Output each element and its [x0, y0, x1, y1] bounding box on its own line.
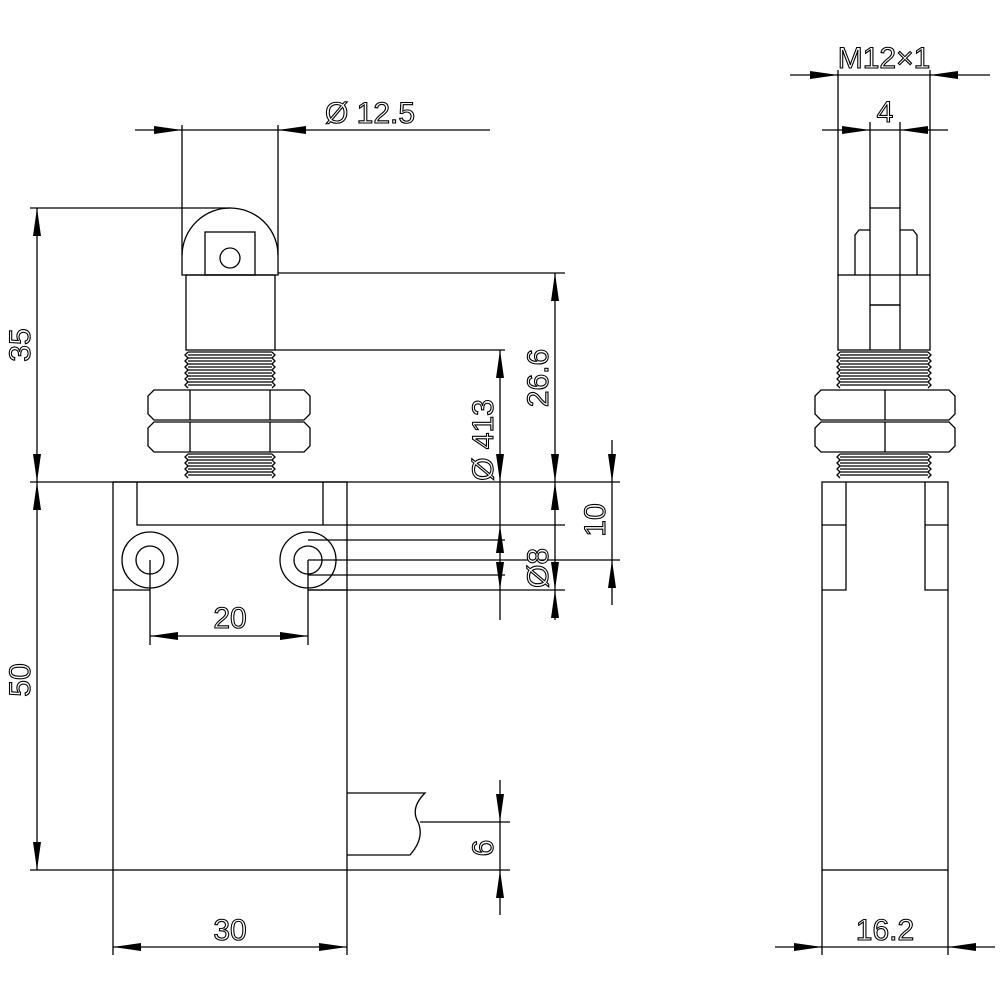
thread-line	[184, 351, 276, 359]
side-dimension-lines	[775, 70, 995, 955]
thread-line	[184, 357, 276, 365]
dimension-arrow	[278, 126, 306, 134]
dimension-arrow	[842, 126, 870, 134]
thread-line	[184, 471, 276, 479]
side-plunger	[837, 274, 931, 351]
label-body-depth: 16.2	[856, 914, 914, 947]
thread-line	[836, 369, 932, 377]
thread-line	[184, 375, 276, 383]
thread-line	[184, 381, 276, 389]
front-view	[30, 125, 620, 955]
dimension-arrow	[319, 943, 347, 951]
dimension-arrow	[551, 454, 559, 482]
roller-axle-block	[204, 231, 256, 276]
side-axle	[854, 229, 918, 275]
thread	[184, 351, 276, 479]
thread-line	[836, 381, 932, 389]
dimension-arrow	[794, 943, 822, 951]
dimension-arrow	[608, 560, 616, 588]
thread-line	[184, 363, 276, 371]
side-body-lugs	[822, 482, 948, 591]
dimension-arrow	[33, 482, 41, 510]
side-plunger-lines	[869, 304, 901, 350]
side-thread	[836, 351, 932, 479]
dimension-arrow	[33, 842, 41, 870]
roller	[181, 207, 279, 276]
thread-line	[836, 465, 932, 473]
dimension-arrow	[496, 562, 504, 590]
label-cable-diameter: 6	[467, 840, 500, 857]
dimension-arrow	[33, 208, 41, 236]
hex-nut-lower	[147, 421, 311, 453]
dimension-arrow	[551, 590, 559, 618]
label-body-width: 30	[213, 914, 246, 947]
dimension-arrow	[496, 525, 504, 553]
thread-line	[836, 459, 932, 467]
label-thread-spec: M12×1	[838, 42, 931, 75]
thread-line	[836, 375, 932, 383]
plunger	[185, 274, 276, 351]
dimension-arrows	[33, 71, 976, 951]
dimension-labels: Ø 12.5 35 50 26.6 Ø 413 10 Ø8 20 30 6 M1…	[3, 41, 931, 947]
dimension-arrow	[930, 71, 958, 79]
dimension-arrow	[551, 273, 559, 301]
dimension-arrow	[496, 350, 504, 378]
label-thread-length: Ø 413	[467, 399, 500, 481]
dimension-arrow	[113, 943, 141, 951]
hex-nut-upper	[147, 389, 311, 421]
thread-line	[184, 459, 276, 467]
side-view	[775, 70, 995, 955]
side-nut-lower	[814, 421, 956, 453]
dimension-arrow	[551, 562, 559, 590]
cable	[347, 792, 427, 856]
dimension-arrow	[150, 632, 178, 640]
dimension-arrow	[810, 71, 838, 79]
dimension-lines	[30, 125, 620, 955]
thread-line	[184, 465, 276, 473]
dimension-arrow	[33, 454, 41, 482]
thread-line	[836, 471, 932, 479]
label-roller-diameter: Ø 12.5	[325, 97, 415, 130]
thread-line	[836, 453, 932, 461]
label-roller-width: 4	[877, 96, 894, 129]
dimension-arrow	[948, 943, 976, 951]
label-hole-spacing: 20	[213, 602, 246, 635]
side-roller	[869, 207, 901, 306]
thread-line	[184, 453, 276, 461]
label-hole-offset: 10	[579, 503, 612, 536]
side-body	[821, 481, 949, 871]
dimension-arrow	[496, 870, 504, 898]
body-lugs	[113, 482, 347, 591]
dimension-arrow	[280, 632, 308, 640]
roller-pin	[219, 247, 241, 269]
thread-line	[836, 351, 932, 359]
dimension-arrow	[496, 794, 504, 822]
label-hole-diameter: Ø8	[522, 548, 555, 588]
dimension-arrow	[496, 454, 504, 482]
label-body-height: 50	[4, 663, 37, 696]
dimension-arrow	[900, 126, 928, 134]
side-nut-upper	[814, 389, 956, 421]
label-plunger-length: 26.6	[522, 349, 555, 407]
dimension-arrow	[608, 454, 616, 482]
thread-line	[836, 357, 932, 365]
label-actuator-height: 35	[4, 328, 37, 361]
dimension-arrow	[154, 126, 182, 134]
dimension-arrow	[551, 482, 559, 510]
thread-line	[184, 369, 276, 377]
thread-line	[836, 363, 932, 371]
